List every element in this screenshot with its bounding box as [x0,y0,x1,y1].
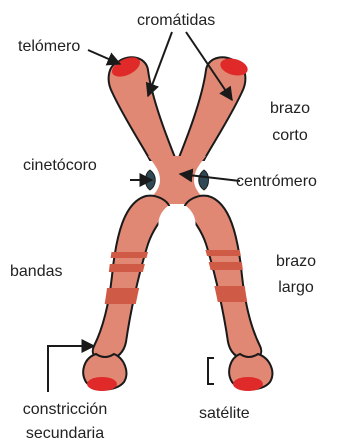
arrow-cromatidas-left [148,32,172,96]
label-brazo-largo-line2: largo [272,278,320,297]
lower-right-chromatid [184,196,261,361]
bracket-satelite [208,358,214,384]
lower-gap [158,206,195,232]
telomere-cap-bottom-right [233,377,263,391]
kinetochore-right [199,170,209,190]
label-cromatidas: cromátidas [137,11,215,30]
label-brazo-largo-line1: brazo [272,252,320,271]
label-bandas: bandas [10,262,63,281]
label-satelite: satélite [199,404,250,423]
label-cinetocoro: cinetócoro [23,156,97,175]
arrow-telomero [88,50,120,64]
telomere-cap-bottom-left [87,377,117,391]
label-brazo-corto-line2: corto [266,126,314,145]
lower-left-chromatid [93,196,170,361]
label-constriccion-line1: constricción [5,400,125,419]
label-brazo-corto-line1: brazo [266,99,314,118]
label-centromero: centrómero [236,172,317,191]
label-telomero: telómero [18,37,80,56]
label-constriccion-line2: secundaria [5,424,125,443]
